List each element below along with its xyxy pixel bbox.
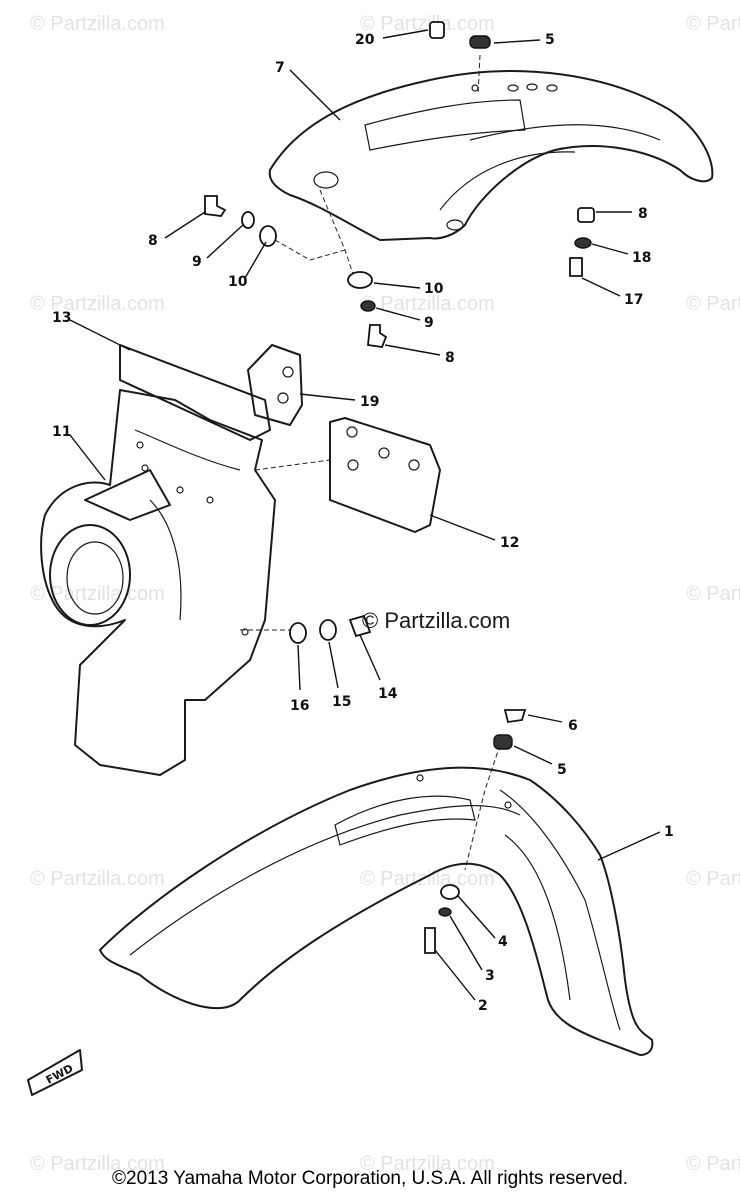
fwd-label: FWD — [44, 1062, 76, 1087]
callout-2: 2 — [478, 998, 488, 1014]
callout-10: 10 — [424, 281, 444, 297]
leader-lines — [69, 29, 661, 1001]
watermark-layer: © Partzilla.com © Partzilla.com © Partzi… — [30, 13, 740, 1175]
callout-11: 11 — [52, 424, 71, 440]
front-fender-hardware — [424, 709, 527, 954]
copyright-notice: ©2013 Yamaha Motor Corporation, U.S.A. A… — [112, 1168, 628, 1189]
callout-20: 20 — [355, 32, 375, 48]
callout-1: 1 — [664, 824, 674, 840]
callout-16: 16 — [290, 698, 309, 714]
callout-numbers: 20 5 7 8 9 10 8 18 17 10 9 8 13 19 11 12… — [52, 32, 674, 1014]
front-fender — [99, 744, 654, 1056]
callout-17: 17 — [624, 292, 643, 308]
watermark: © Partzilla.com — [686, 293, 740, 315]
watermark: © Partzilla.com — [360, 13, 495, 35]
watermark: © Partzilla.com — [686, 868, 740, 890]
number-plate-assembly — [40, 389, 331, 776]
callout-15: 15 — [332, 694, 351, 710]
callout-5: 5 — [557, 762, 567, 778]
callout-10: 10 — [228, 274, 248, 290]
watermark: © Partzilla.com — [360, 293, 495, 315]
callout-18: 18 — [632, 250, 651, 266]
callout-12: 12 — [500, 535, 519, 551]
watermark: © Partzilla.com — [686, 1153, 740, 1175]
callout-8: 8 — [148, 233, 158, 249]
fwd-arrow: FWD — [27, 1049, 83, 1096]
watermark: © Partzilla.com — [30, 13, 165, 35]
watermark: © Partzilla.com — [686, 583, 740, 605]
watermark: © Partzilla.com — [360, 1153, 495, 1175]
callout-5: 5 — [545, 32, 555, 48]
watermark: © Partzilla.com — [30, 868, 165, 890]
callout-6: 6 — [568, 718, 578, 734]
watermark: © Partzilla.com — [686, 13, 740, 35]
watermark: © Partzilla.com — [30, 583, 165, 605]
grommet-plate — [247, 344, 303, 426]
side-plate — [329, 417, 441, 533]
plate-hardware — [289, 614, 372, 644]
callout-9: 9 — [424, 315, 434, 331]
callout-9: 9 — [192, 254, 202, 270]
callout-8: 8 — [638, 206, 648, 222]
callout-3: 3 — [485, 968, 495, 984]
watermark: © Partzilla.com — [30, 293, 165, 315]
callout-19: 19 — [360, 394, 379, 410]
watermark: © Partzilla.com — [360, 868, 495, 890]
callout-4: 4 — [498, 934, 508, 950]
callout-7: 7 — [275, 60, 285, 76]
watermark: © Partzilla.com — [30, 1153, 165, 1175]
rear-fender — [268, 54, 714, 281]
callout-14: 14 — [378, 686, 398, 702]
number-plate-strip — [119, 344, 271, 441]
center-watermark: © Partzilla.com — [362, 608, 510, 633]
rear-fender-hardware — [204, 21, 595, 348]
callout-13: 13 — [52, 310, 71, 326]
callout-8: 8 — [445, 350, 455, 366]
